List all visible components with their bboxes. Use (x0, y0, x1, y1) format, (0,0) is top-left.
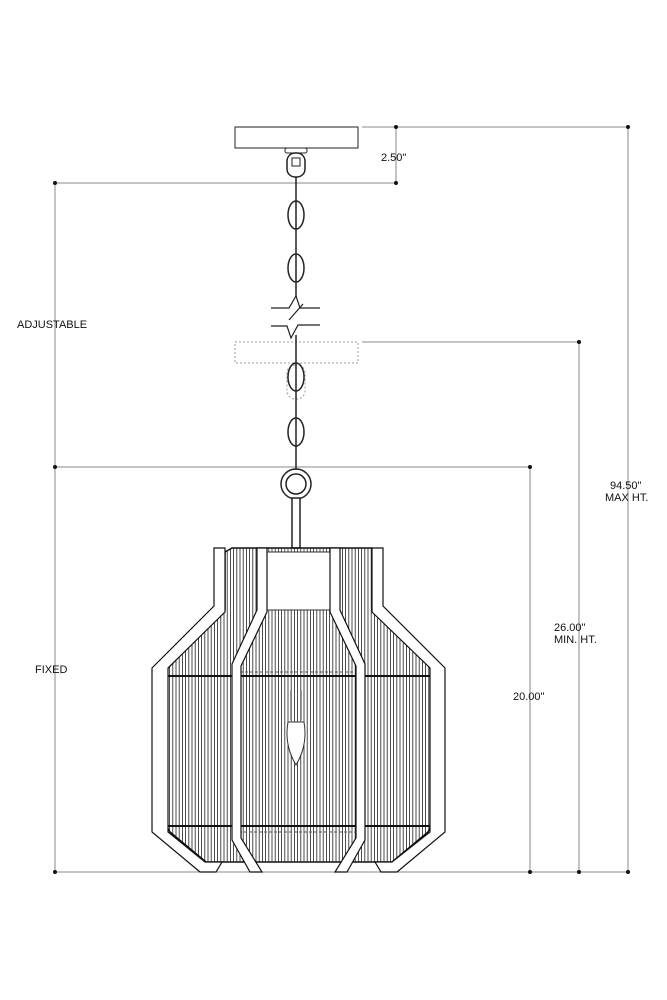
bulb (286, 690, 306, 766)
adjustable-section-label: ADJUSTABLE (17, 319, 88, 331)
fixed-height-label: 20.00" (513, 691, 545, 703)
min-height-label: MIN. HT. (554, 634, 597, 646)
canopy (234, 126, 359, 178)
max-height-value: 94.50" (610, 480, 642, 492)
max-height-label: MAX HT. (605, 492, 649, 504)
dimension-dots (53, 125, 630, 874)
dimension-lines (54, 126, 629, 873)
canopy-height-label: 2.50" (381, 152, 407, 164)
min-height-value: 26.00" (554, 622, 586, 634)
shade-frame (151, 547, 446, 873)
chain (280, 177, 312, 549)
fixed-section-label: FIXED (35, 664, 68, 676)
shade (163, 547, 434, 863)
chain-break-symbol (271, 294, 320, 340)
